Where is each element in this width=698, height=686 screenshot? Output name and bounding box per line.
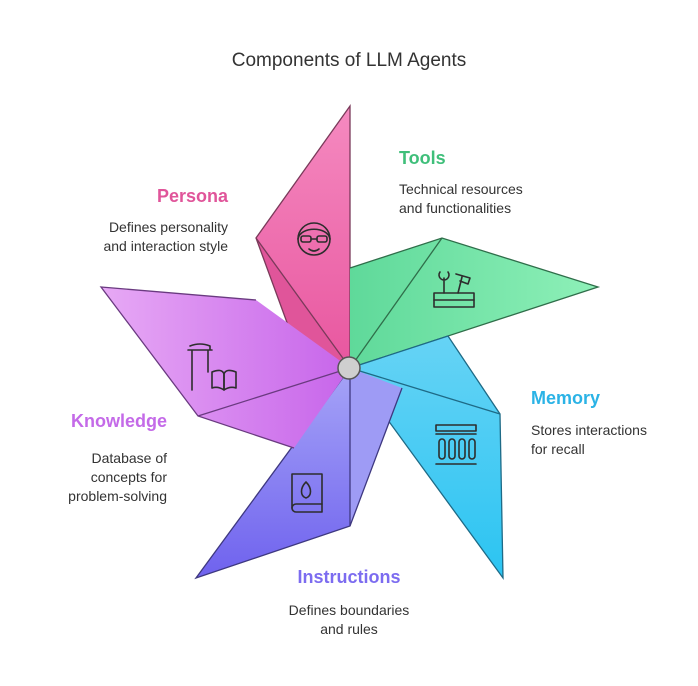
- memory-desc-line: for recall: [531, 441, 585, 457]
- instructions-desc-line: and rules: [320, 621, 378, 637]
- knowledge-desc-line: problem-solving: [68, 488, 167, 504]
- knowledge-desc-line: Database of: [91, 450, 168, 466]
- persona-label: Persona: [156, 186, 228, 206]
- persona-face-icon: [297, 222, 331, 256]
- instructions-desc-line: Defines boundaries: [288, 602, 410, 618]
- persona-blade: [255, 103, 351, 369]
- persona-desc-line: Defines personality: [108, 219, 228, 235]
- tools-desc-line: and functionalities: [399, 200, 512, 216]
- diagram-title: Components of LLM Agents: [231, 50, 467, 71]
- archive-building-icon: [435, 424, 477, 465]
- toolbox-icon: [433, 271, 475, 308]
- instructions-label: Instructions: [297, 567, 401, 587]
- persona-desc-line: and interaction style: [103, 238, 228, 254]
- knowledge-label: Knowledge: [70, 411, 167, 431]
- knowledge-blade: [99, 286, 351, 449]
- center-hub: [337, 356, 361, 380]
- memory-label: Memory: [531, 388, 601, 408]
- tools-label: Tools: [399, 148, 446, 168]
- memory-desc-line: Stores interactions: [531, 422, 647, 438]
- memory-description: Stores interactions for recall: [531, 421, 647, 459]
- knowledge-description: Database of concepts for problem-solving: [30, 449, 167, 506]
- library-book-icon: [187, 343, 237, 391]
- persona-description: Defines personality and interaction styl…: [60, 218, 228, 256]
- tools-description: Technical resources and functionalities: [399, 180, 523, 218]
- knowledge-desc-line: concepts for: [90, 469, 167, 485]
- tools-desc-line: Technical resources: [399, 181, 523, 197]
- rule-book-icon: [291, 473, 323, 513]
- instructions-description: Defines boundaries and rules: [249, 601, 449, 639]
